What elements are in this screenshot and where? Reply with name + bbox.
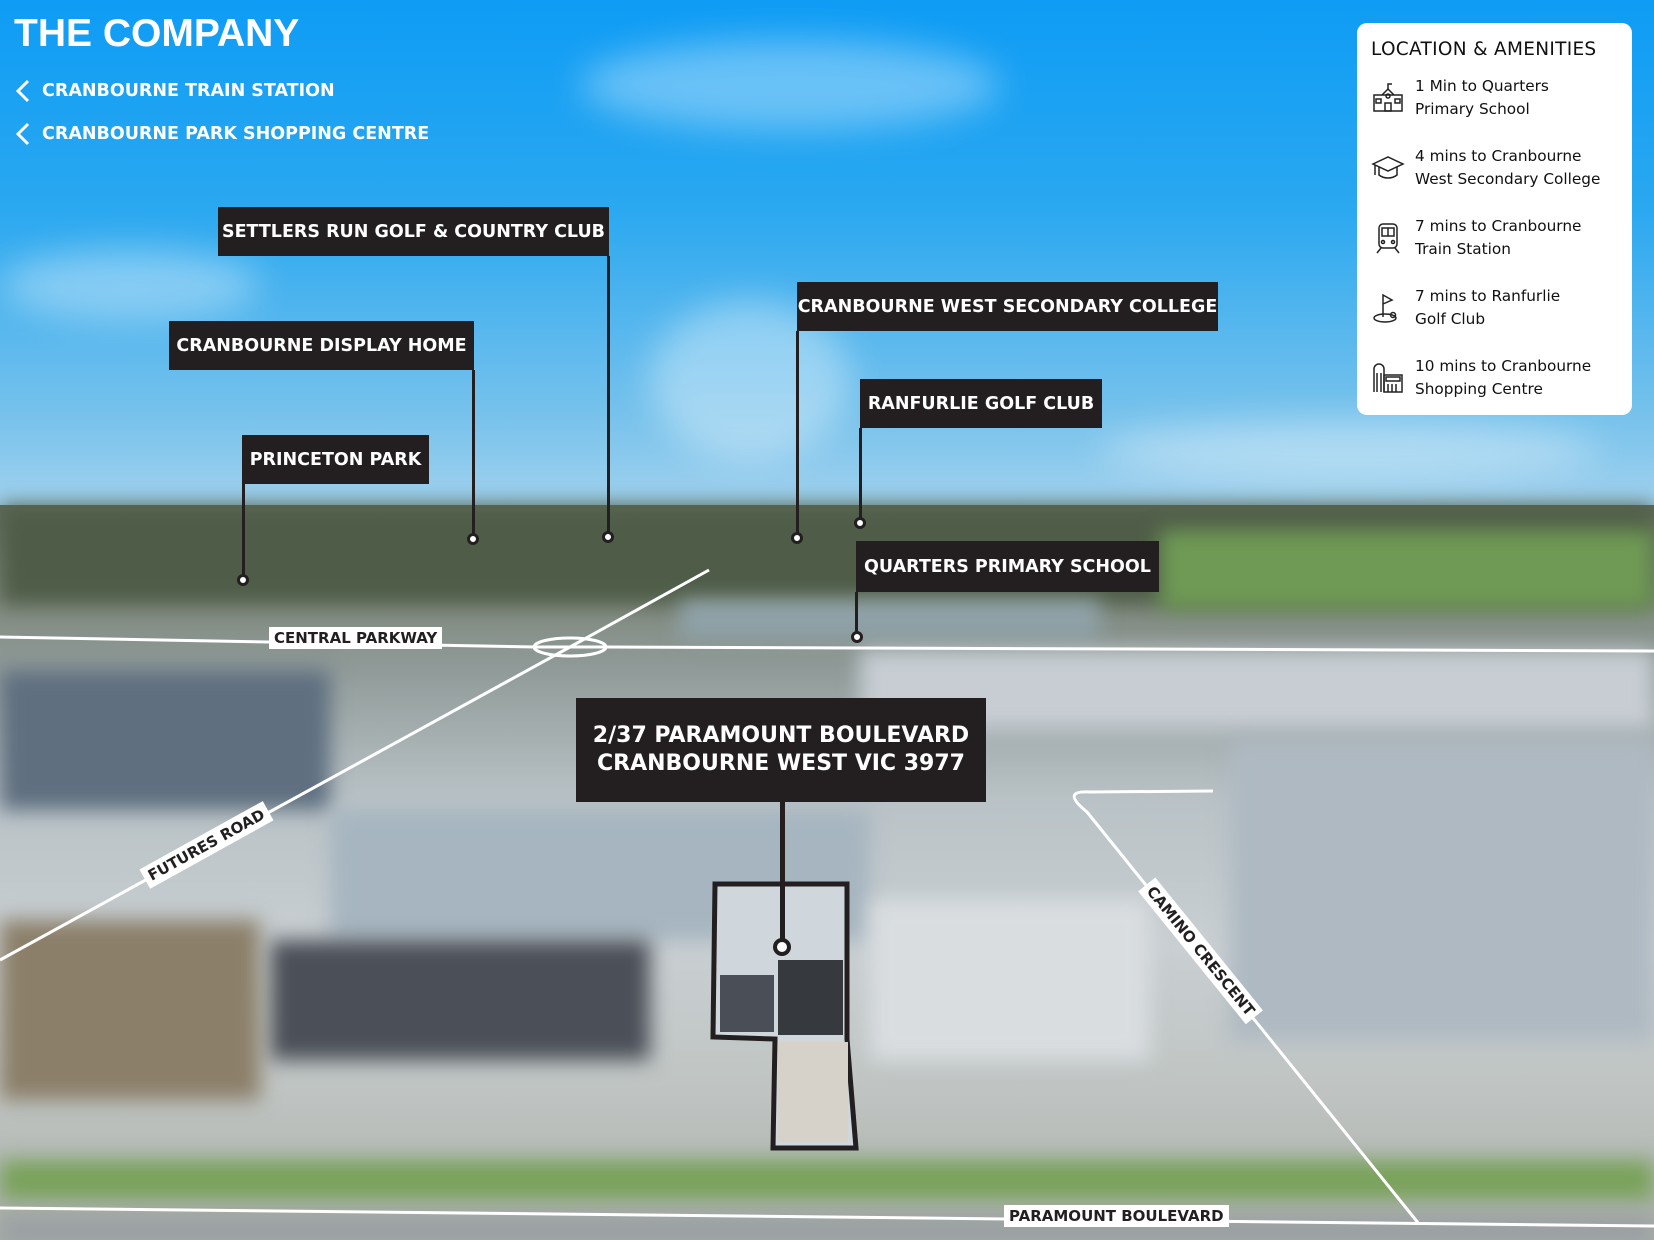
label-display-home: CRANBOURNE DISPLAY HOME xyxy=(169,321,474,370)
paramount-boulevard-line xyxy=(0,1206,1654,1228)
label-ranfurlie-golf: RANFURLIE GOLF CLUB xyxy=(860,379,1102,428)
callout-line xyxy=(472,370,475,539)
company-logo: THE COMPANY xyxy=(14,12,300,55)
warehouse xyxy=(0,670,330,810)
chevron-left-icon xyxy=(15,122,30,146)
callout-line xyxy=(242,484,245,580)
train-icon xyxy=(1376,223,1400,254)
callout-dot xyxy=(854,517,866,529)
nav-link-label: CRANBOURNE PARK SHOPPING CENTRE xyxy=(42,124,430,144)
callout-dot xyxy=(237,574,249,586)
label-princeton-park: PRINCETON PARK xyxy=(242,435,429,484)
callout-dot xyxy=(467,533,479,545)
amenity-line: 7 mins to Cranbourne xyxy=(1415,217,1582,235)
amenity-line: Train Station xyxy=(1415,240,1511,258)
cloud xyxy=(1100,420,1600,480)
callout-dot xyxy=(851,631,863,643)
dirt-lot xyxy=(0,920,260,1100)
address-line-2: CRANBOURNE WEST VIC 3977 xyxy=(597,751,965,776)
amenity-line: Golf Club xyxy=(1415,310,1486,328)
roundabout xyxy=(532,636,608,658)
cloud xyxy=(0,250,260,320)
cloud xyxy=(580,40,1000,130)
amenity-line: 1 Min to Quarters xyxy=(1415,77,1549,95)
property-dot xyxy=(773,938,791,956)
callout-dot xyxy=(602,531,614,543)
callout-line xyxy=(855,592,858,637)
amenity-line: West Secondary College xyxy=(1415,170,1601,188)
factory-units xyxy=(270,940,650,1060)
school-building xyxy=(680,600,1100,640)
property-address-label: 2/37 PARAMOUNT BOULEVARD CRANBOURNE WEST… xyxy=(576,698,986,802)
callout-line xyxy=(796,331,799,538)
callout-line xyxy=(607,256,610,537)
property-callout-line xyxy=(780,802,785,947)
townhouses xyxy=(860,650,1654,730)
label-quarters-primary: QUARTERS PRIMARY SCHOOL xyxy=(856,541,1159,592)
road-label-central-parkway: CENTRAL PARKWAY xyxy=(269,627,443,649)
property-facade xyxy=(778,960,843,1035)
school-building-icon xyxy=(1373,83,1403,112)
grass-verge xyxy=(0,1160,1654,1200)
green-fields xyxy=(1160,530,1654,610)
amenity-line: 7 mins to Ranfurlie xyxy=(1415,287,1561,305)
nav-link-shopping-centre[interactable]: CRANBOURNE PARK SHOPPING CENTRE xyxy=(14,122,429,146)
chevron-left-icon xyxy=(15,79,30,103)
nav-link-label: CRANBOURNE TRAIN STATION xyxy=(42,81,335,101)
label-cranbourne-west-secondary: CRANBOURNE WEST SECONDARY COLLEGE xyxy=(797,282,1218,331)
label-settlers-run: SETTLERS RUN GOLF & COUNTRY CLUB xyxy=(218,207,609,256)
nav-link-train-station[interactable]: CRANBOURNE TRAIN STATION xyxy=(14,79,335,103)
central-parkway-line xyxy=(0,635,1654,653)
property-driveway xyxy=(778,1042,848,1142)
camino-crescent-line xyxy=(1072,789,1421,1225)
amenity-line: Primary School xyxy=(1415,100,1530,118)
amenity-line: 10 mins to Cranbourne xyxy=(1415,357,1592,375)
graduation-cap-icon xyxy=(1371,156,1405,179)
address-line-1: 2/37 PARAMOUNT BOULEVARD xyxy=(592,723,970,748)
golf-flag-icon xyxy=(1373,293,1397,323)
amenities-title: LOCATION & AMENITIES xyxy=(1371,39,1597,60)
amenity-line: Shopping Centre xyxy=(1415,380,1543,398)
property-roller-door xyxy=(720,975,774,1032)
factory-units xyxy=(870,900,1150,1060)
townhouses xyxy=(1230,740,1654,1040)
callout-dot xyxy=(791,532,803,544)
road-label-paramount-boulevard: PARAMOUNT BOULEVARD xyxy=(1004,1205,1229,1227)
amenity-line: 4 mins to Cranbourne xyxy=(1415,147,1582,165)
road-surface xyxy=(0,1215,1654,1240)
shopping-mall-icon xyxy=(1373,363,1403,393)
callout-line xyxy=(859,428,862,523)
